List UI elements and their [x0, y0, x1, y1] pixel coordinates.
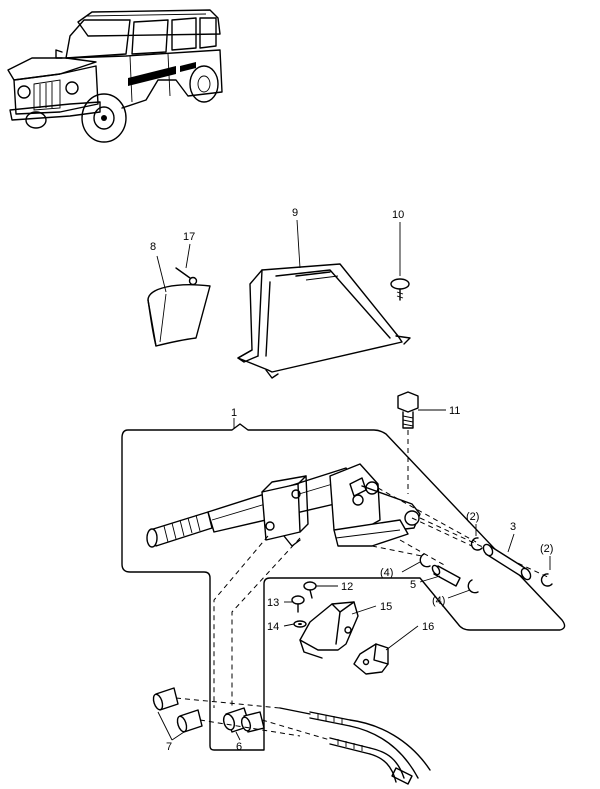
label-14: 14: [267, 621, 279, 633]
label-10: 10: [392, 209, 404, 221]
part-2-circlip-b: [540, 573, 553, 587]
handbrake-lever: [146, 463, 421, 548]
label-9: 9: [292, 207, 298, 219]
alignment-lines: [213, 430, 551, 708]
label-11: 11: [449, 405, 460, 417]
part-1-assembly-outline: [121, 423, 566, 751]
label-4a: (4): [380, 567, 393, 579]
part-12-screw: [303, 581, 317, 599]
callout-labels: 8 17 9 10 11 1 (2) 3 (2) (4) 5 (4) 12 13…: [150, 207, 553, 753]
label-2a: (2): [466, 511, 479, 523]
part-4-clip-a: [419, 553, 431, 568]
part-5-pin: [431, 564, 461, 587]
brake-cables: [175, 697, 431, 785]
leader-lines: [156, 219, 551, 741]
vehicle-illustration: [7, 9, 223, 143]
part-10-screw: [390, 278, 410, 301]
part-4-clip-b: [467, 579, 479, 594]
label-16: 16: [422, 621, 434, 633]
part-6-sleeves: [222, 707, 265, 733]
part-14-washer: [293, 620, 307, 628]
part-11-bolt: [397, 391, 419, 429]
label-6: 6: [236, 741, 242, 753]
label-3: 3: [510, 521, 516, 533]
part-7-sleeves: [152, 687, 203, 733]
label-13: 13: [267, 597, 279, 609]
label-12: 12: [341, 581, 353, 593]
label-1: 1: [231, 407, 237, 419]
label-4b: (4): [432, 595, 445, 607]
part-13-screw: [291, 595, 305, 613]
label-7: 7: [166, 741, 172, 753]
label-17: 17: [183, 231, 195, 243]
part-16-bracket: [353, 643, 389, 675]
label-5: 5: [410, 579, 416, 591]
label-15: 15: [380, 601, 392, 613]
part-15-bracket: [299, 601, 359, 659]
part-17-pin: [175, 267, 198, 286]
part-8-cover: [147, 284, 211, 347]
label-8: 8: [150, 241, 156, 253]
part-3-pin: [482, 543, 532, 581]
part-2-circlip-a: [470, 537, 483, 551]
part-9-console: [237, 263, 411, 379]
label-2b: (2): [540, 543, 553, 555]
